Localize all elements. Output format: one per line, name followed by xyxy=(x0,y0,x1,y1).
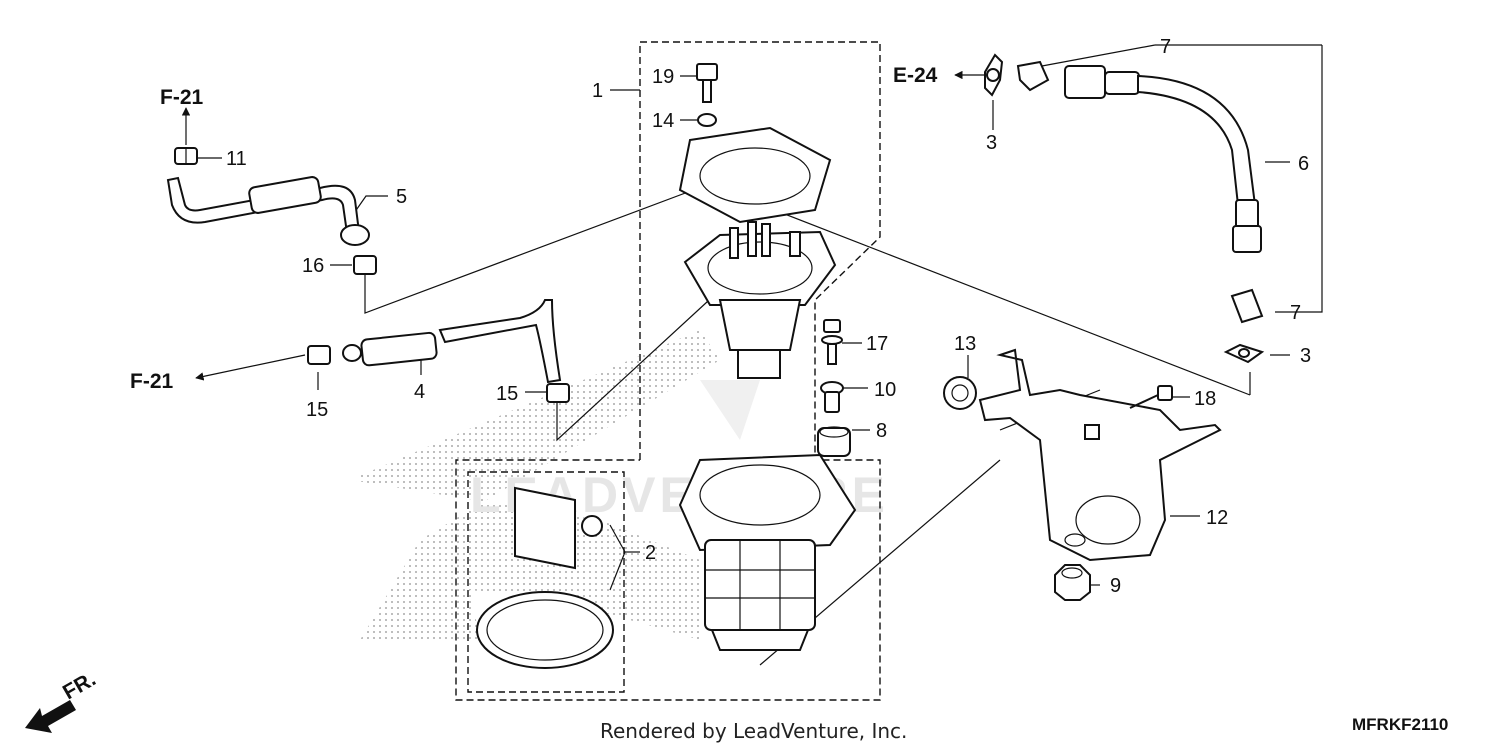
part-11-clamp xyxy=(174,147,198,165)
diagram-code: MFRKF2110 xyxy=(1352,715,1448,734)
callout-13: 13 xyxy=(954,333,976,355)
credit-text: Rendered by LeadVenture, Inc. xyxy=(600,719,907,743)
part-9-nut xyxy=(1054,564,1091,601)
callout-labels: 1 2 3 3 4 5 6 7 7 8 9 10 11 12 13 14 15 … xyxy=(226,36,1311,597)
ref-f21-left: F-21 xyxy=(130,370,174,393)
part-14-washer xyxy=(697,113,717,127)
part-18-bolt xyxy=(1129,385,1173,409)
callout-12: 12 xyxy=(1206,507,1228,529)
part-3-clip-top xyxy=(984,53,1004,97)
callout-5: 5 xyxy=(396,186,407,208)
part-6-fuel-hose xyxy=(1064,65,1262,253)
callout-4: 4 xyxy=(414,381,425,403)
callout-9: 9 xyxy=(1110,575,1121,597)
callout-16: 16 xyxy=(302,255,324,277)
callout-3-top: 3 xyxy=(986,132,997,154)
leader-lines xyxy=(198,44,1323,666)
callout-7-top: 7 xyxy=(1160,36,1171,58)
callout-8: 8 xyxy=(876,420,887,442)
part-3-clip-right xyxy=(1223,343,1265,364)
part-4-hose xyxy=(342,299,562,384)
part-16-clamp xyxy=(353,255,377,275)
cross-references: F-21 F-21 E-24 xyxy=(130,64,938,393)
ref-f21-top: F-21 xyxy=(160,86,204,109)
part-7-connector-bottom xyxy=(1230,288,1264,324)
callout-14: 14 xyxy=(652,110,674,132)
callout-3-right: 3 xyxy=(1300,345,1311,367)
part-8-grommet xyxy=(817,426,851,457)
callout-11: 11 xyxy=(226,148,247,170)
part-7-connector-top xyxy=(1016,60,1050,92)
part-12-bracket xyxy=(978,348,1222,562)
front-direction-indicator: FR. xyxy=(25,667,100,733)
part-2-filter-kit xyxy=(476,486,614,669)
callout-18: 18 xyxy=(1194,388,1216,410)
callout-10: 10 xyxy=(874,379,896,401)
part-19-bolt xyxy=(696,63,718,103)
reference-arrows xyxy=(181,70,985,381)
callout-1: 1 xyxy=(592,80,603,102)
part-15-clamp-left xyxy=(307,345,331,365)
part-5-hose xyxy=(166,176,370,246)
callout-19: 19 xyxy=(652,66,674,88)
part-17-bolt xyxy=(821,319,843,365)
ref-e24: E-24 xyxy=(893,64,938,87)
front-direction-label: FR. xyxy=(59,667,100,704)
callout-7-bottom: 7 xyxy=(1290,302,1301,324)
filter-kit-box xyxy=(467,471,625,693)
part-1-pump-assembly xyxy=(683,221,837,379)
callout-15-right: 15 xyxy=(496,383,518,405)
part-15-clamp-right xyxy=(546,383,570,403)
callout-15-left: 15 xyxy=(306,399,328,421)
callout-17: 17 xyxy=(866,333,888,355)
pump-seal-plate xyxy=(678,126,832,224)
part-13-grommet xyxy=(943,376,977,410)
part-10-collar xyxy=(820,381,844,413)
callout-2: 2 xyxy=(645,542,656,564)
pump-housing xyxy=(678,453,857,651)
callout-6: 6 xyxy=(1298,153,1309,175)
